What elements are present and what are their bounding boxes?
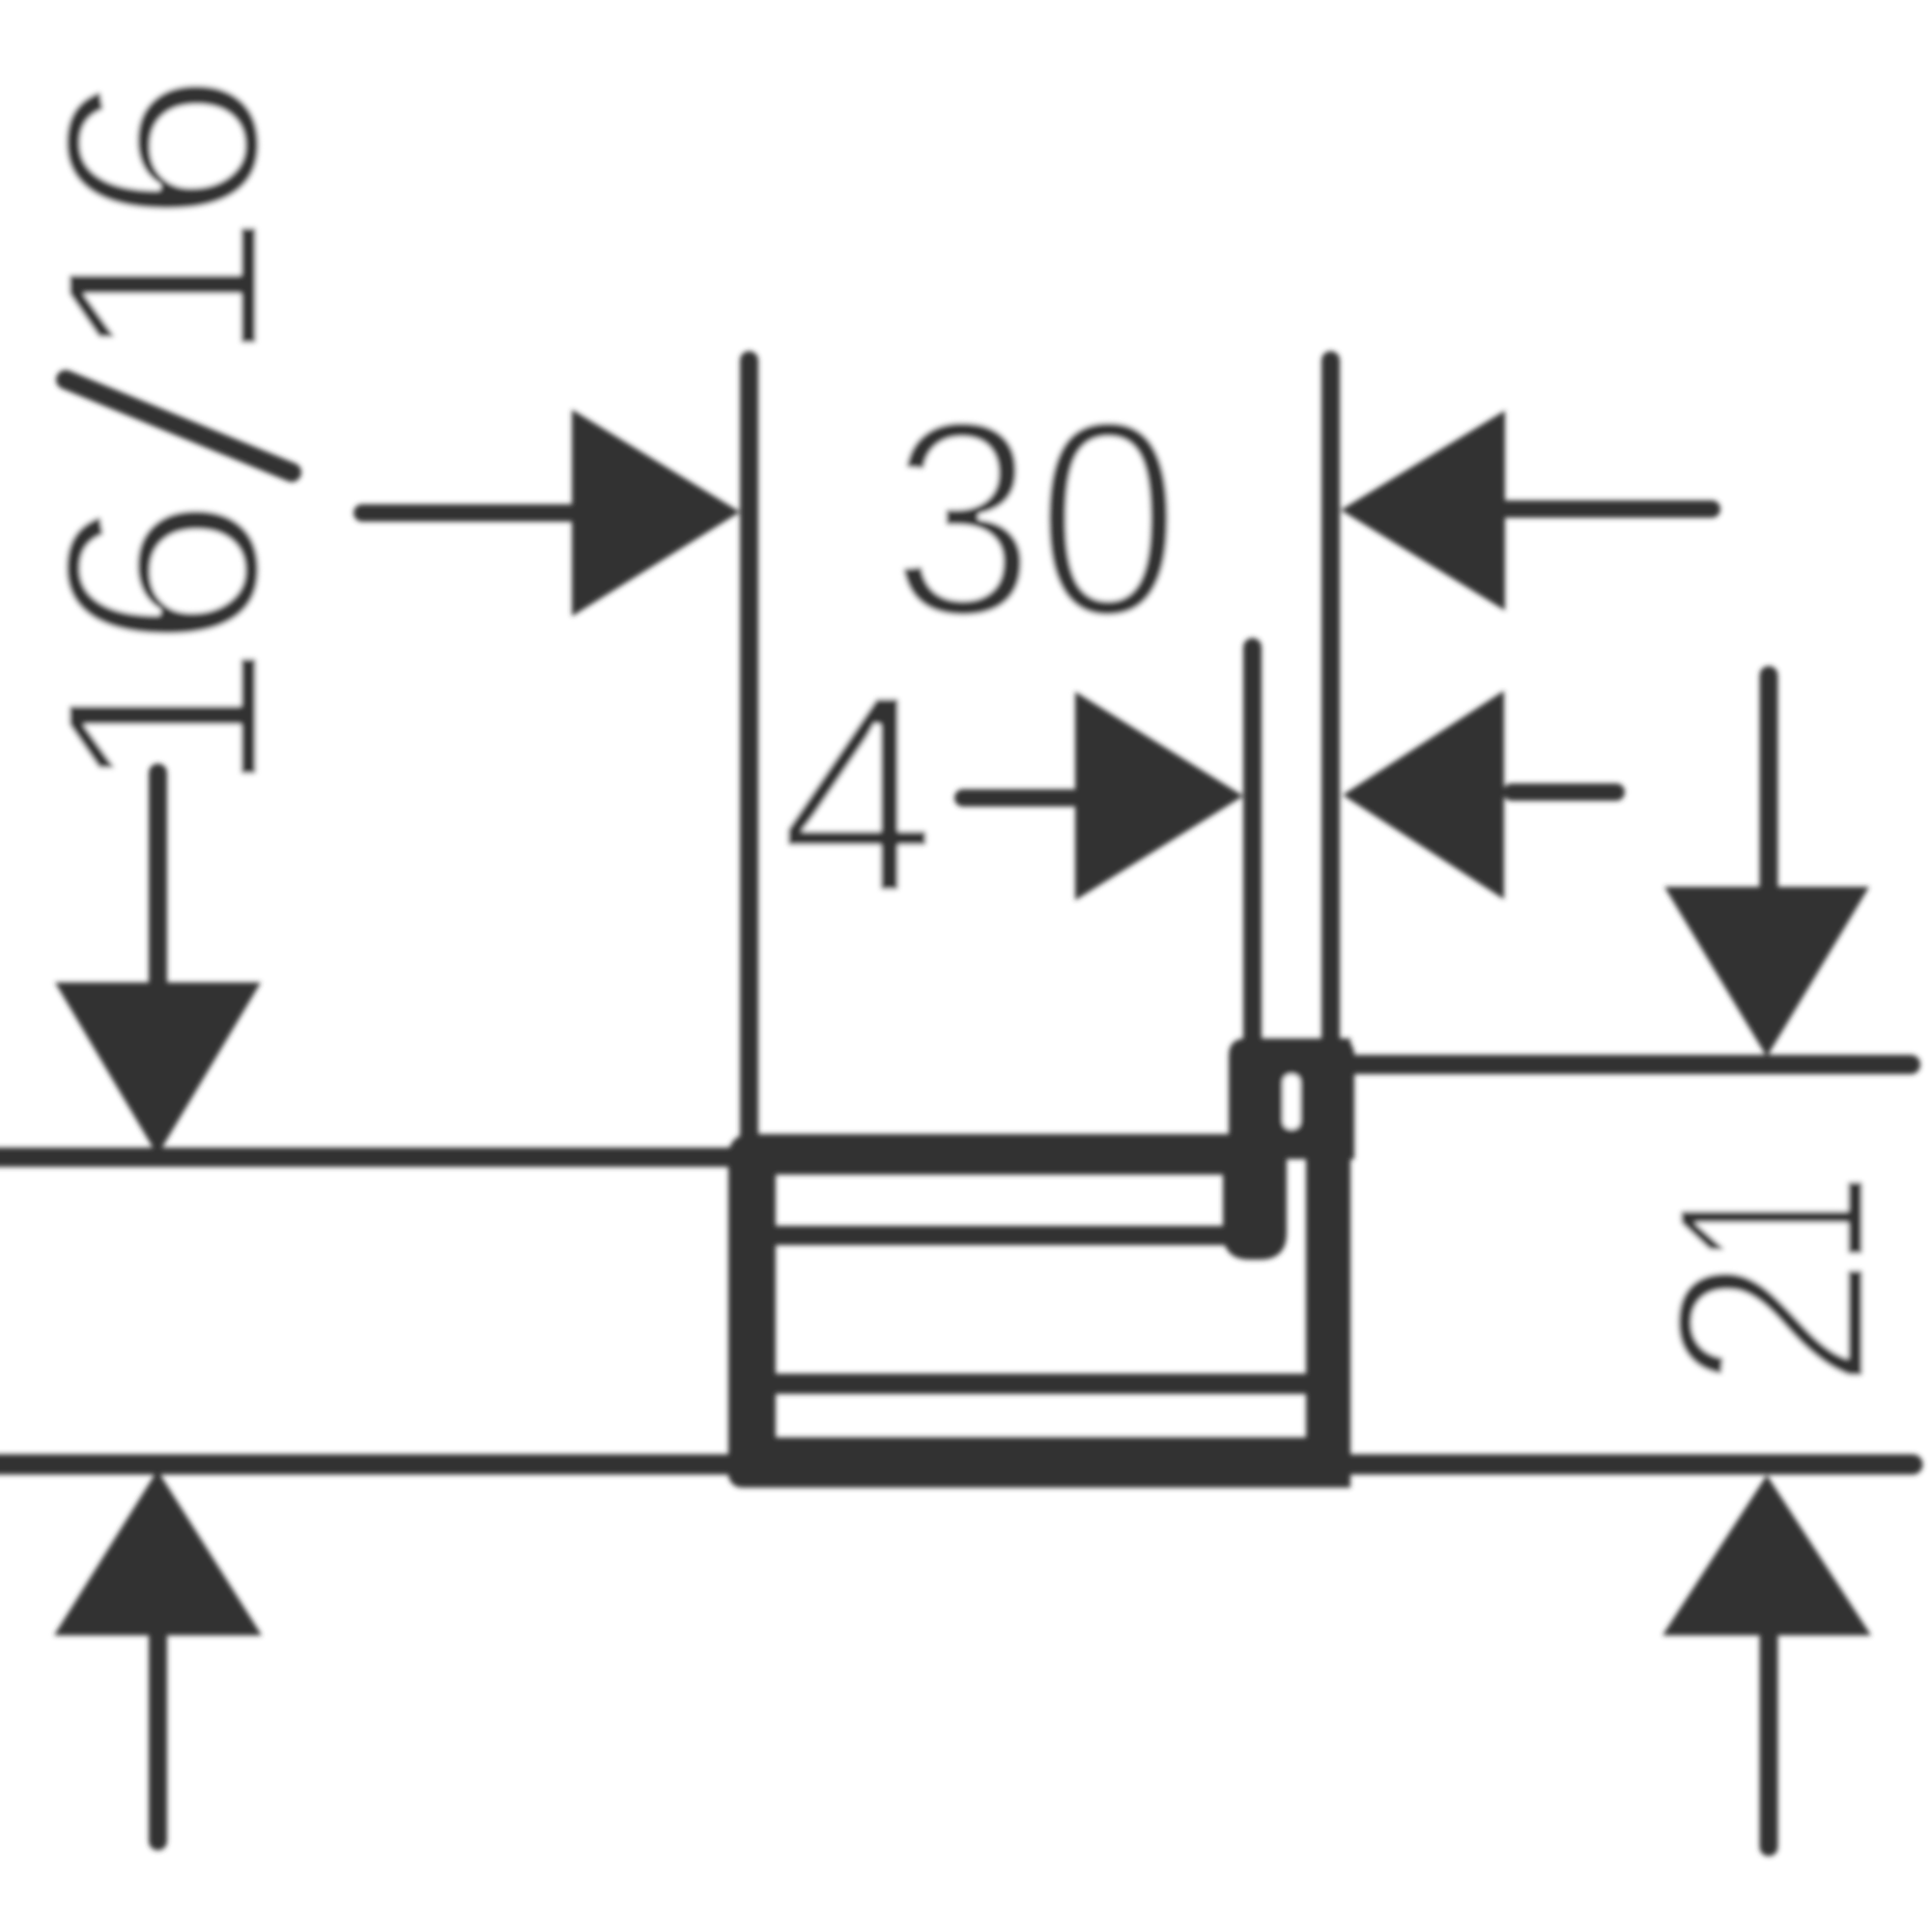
svg-text:30: 30	[891, 362, 1181, 675]
svg-text:1: 1	[6, 212, 319, 367]
svg-text:4: 4	[779, 634, 938, 953]
svg-text:1: 1	[1619, 1172, 1923, 1268]
svg-text:2: 2	[1619, 1256, 1923, 1390]
svg-text:1: 1	[6, 642, 319, 798]
svg-text:6: 6	[6, 71, 319, 226]
svg-text:6: 6	[6, 496, 319, 651]
